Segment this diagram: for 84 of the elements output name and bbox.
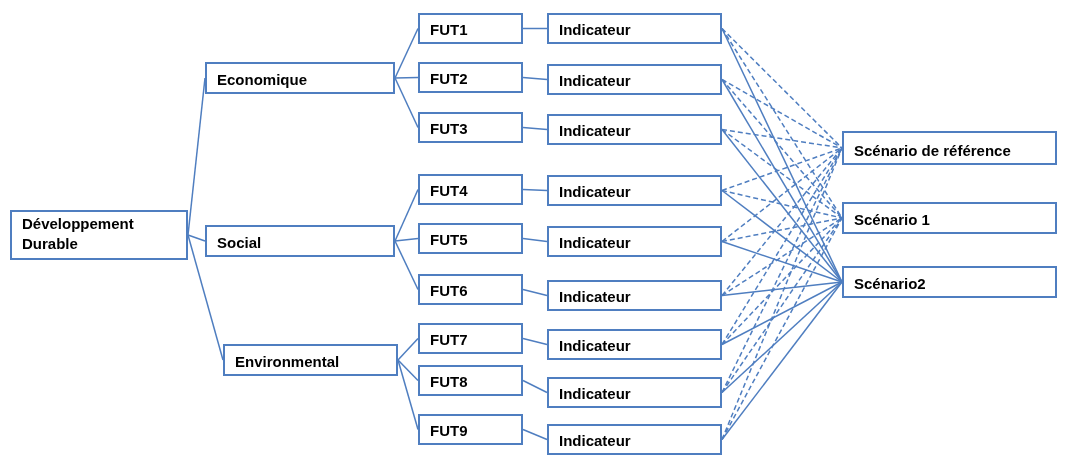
text-box [223, 344, 398, 376]
node-label: FUT9 [430, 421, 468, 441]
node-label: Indicateur [559, 121, 631, 141]
connector-line [721, 240, 843, 283]
node-label: Indicateur [559, 384, 631, 404]
node-label: FUT7 [430, 330, 468, 350]
connector-line [522, 337, 548, 346]
connector-line [721, 189, 843, 283]
connector-line [721, 281, 843, 346]
text-box [418, 365, 523, 396]
connector-line [522, 76, 548, 81]
node-label: Scénario2 [854, 274, 926, 294]
connector-line [721, 128, 843, 149]
text-box [418, 174, 523, 205]
text-box [205, 225, 395, 257]
text-box [547, 114, 722, 145]
text-box [205, 62, 395, 94]
text-box [418, 112, 523, 143]
text-box [842, 202, 1057, 234]
text-box [10, 210, 188, 260]
connector-line [721, 147, 843, 192]
node-label: Indicateur [559, 182, 631, 202]
connector-line [721, 217, 843, 243]
node-label: Environmental [235, 352, 340, 372]
connector-line [721, 189, 843, 219]
connector-line [394, 77, 419, 129]
connector-line [721, 281, 843, 441]
node-label: Indicateur [559, 287, 631, 307]
connector-line [397, 337, 419, 361]
node-label: Indicateur [559, 233, 631, 253]
node-label: Social [217, 233, 262, 253]
node-label: Développement Durable [22, 214, 135, 254]
text-box [547, 64, 722, 95]
node-label: FUT2 [430, 69, 468, 89]
text-box [547, 424, 722, 455]
node-label: Indicateur [559, 336, 631, 356]
connector-line [721, 281, 843, 297]
text-box [418, 414, 523, 445]
connector-line [721, 147, 843, 243]
text-box [842, 266, 1057, 298]
connector-line [522, 237, 548, 243]
connector-line [397, 359, 419, 382]
connector-line [522, 379, 548, 394]
node-label: Indicateur [559, 431, 631, 451]
connector-line [522, 27, 548, 30]
text-box [418, 323, 523, 354]
text-box [418, 274, 523, 305]
node-label: FUT4 [430, 181, 468, 201]
connector-line [721, 217, 843, 346]
connector-line [394, 237, 419, 242]
connector-line [721, 147, 843, 297]
text-box [418, 223, 523, 254]
node-label: Economique [217, 70, 307, 90]
text-box [547, 280, 722, 311]
text-box [547, 175, 722, 206]
node-label: FUT3 [430, 119, 468, 139]
text-box [547, 377, 722, 408]
text-box [547, 329, 722, 360]
connector-line [721, 78, 843, 219]
node-label: Scénario de référence [854, 141, 1011, 161]
text-box [418, 62, 523, 93]
connector-line [394, 240, 419, 291]
node-label: Scénario 1 [854, 210, 930, 230]
connector-line [721, 281, 843, 394]
connector-line [187, 234, 206, 242]
connector-line [394, 76, 419, 79]
node-label: Indicateur [559, 71, 631, 91]
node-label: FUT8 [430, 372, 468, 392]
connector-line [522, 428, 548, 441]
connector-line [721, 128, 843, 219]
text-box [547, 13, 722, 44]
connector-line [721, 217, 843, 297]
node-label: Indicateur [559, 20, 631, 40]
connector-line [394, 27, 419, 79]
node-label: FUT1 [430, 20, 468, 40]
connector-line [522, 126, 548, 131]
connector-line [522, 188, 548, 192]
text-box [842, 131, 1057, 165]
text-box [547, 226, 722, 257]
connector-line [721, 78, 843, 149]
node-label: FUT6 [430, 281, 468, 301]
text-box [418, 13, 523, 44]
node-label: FUT5 [430, 230, 468, 250]
connector-line [522, 288, 548, 297]
